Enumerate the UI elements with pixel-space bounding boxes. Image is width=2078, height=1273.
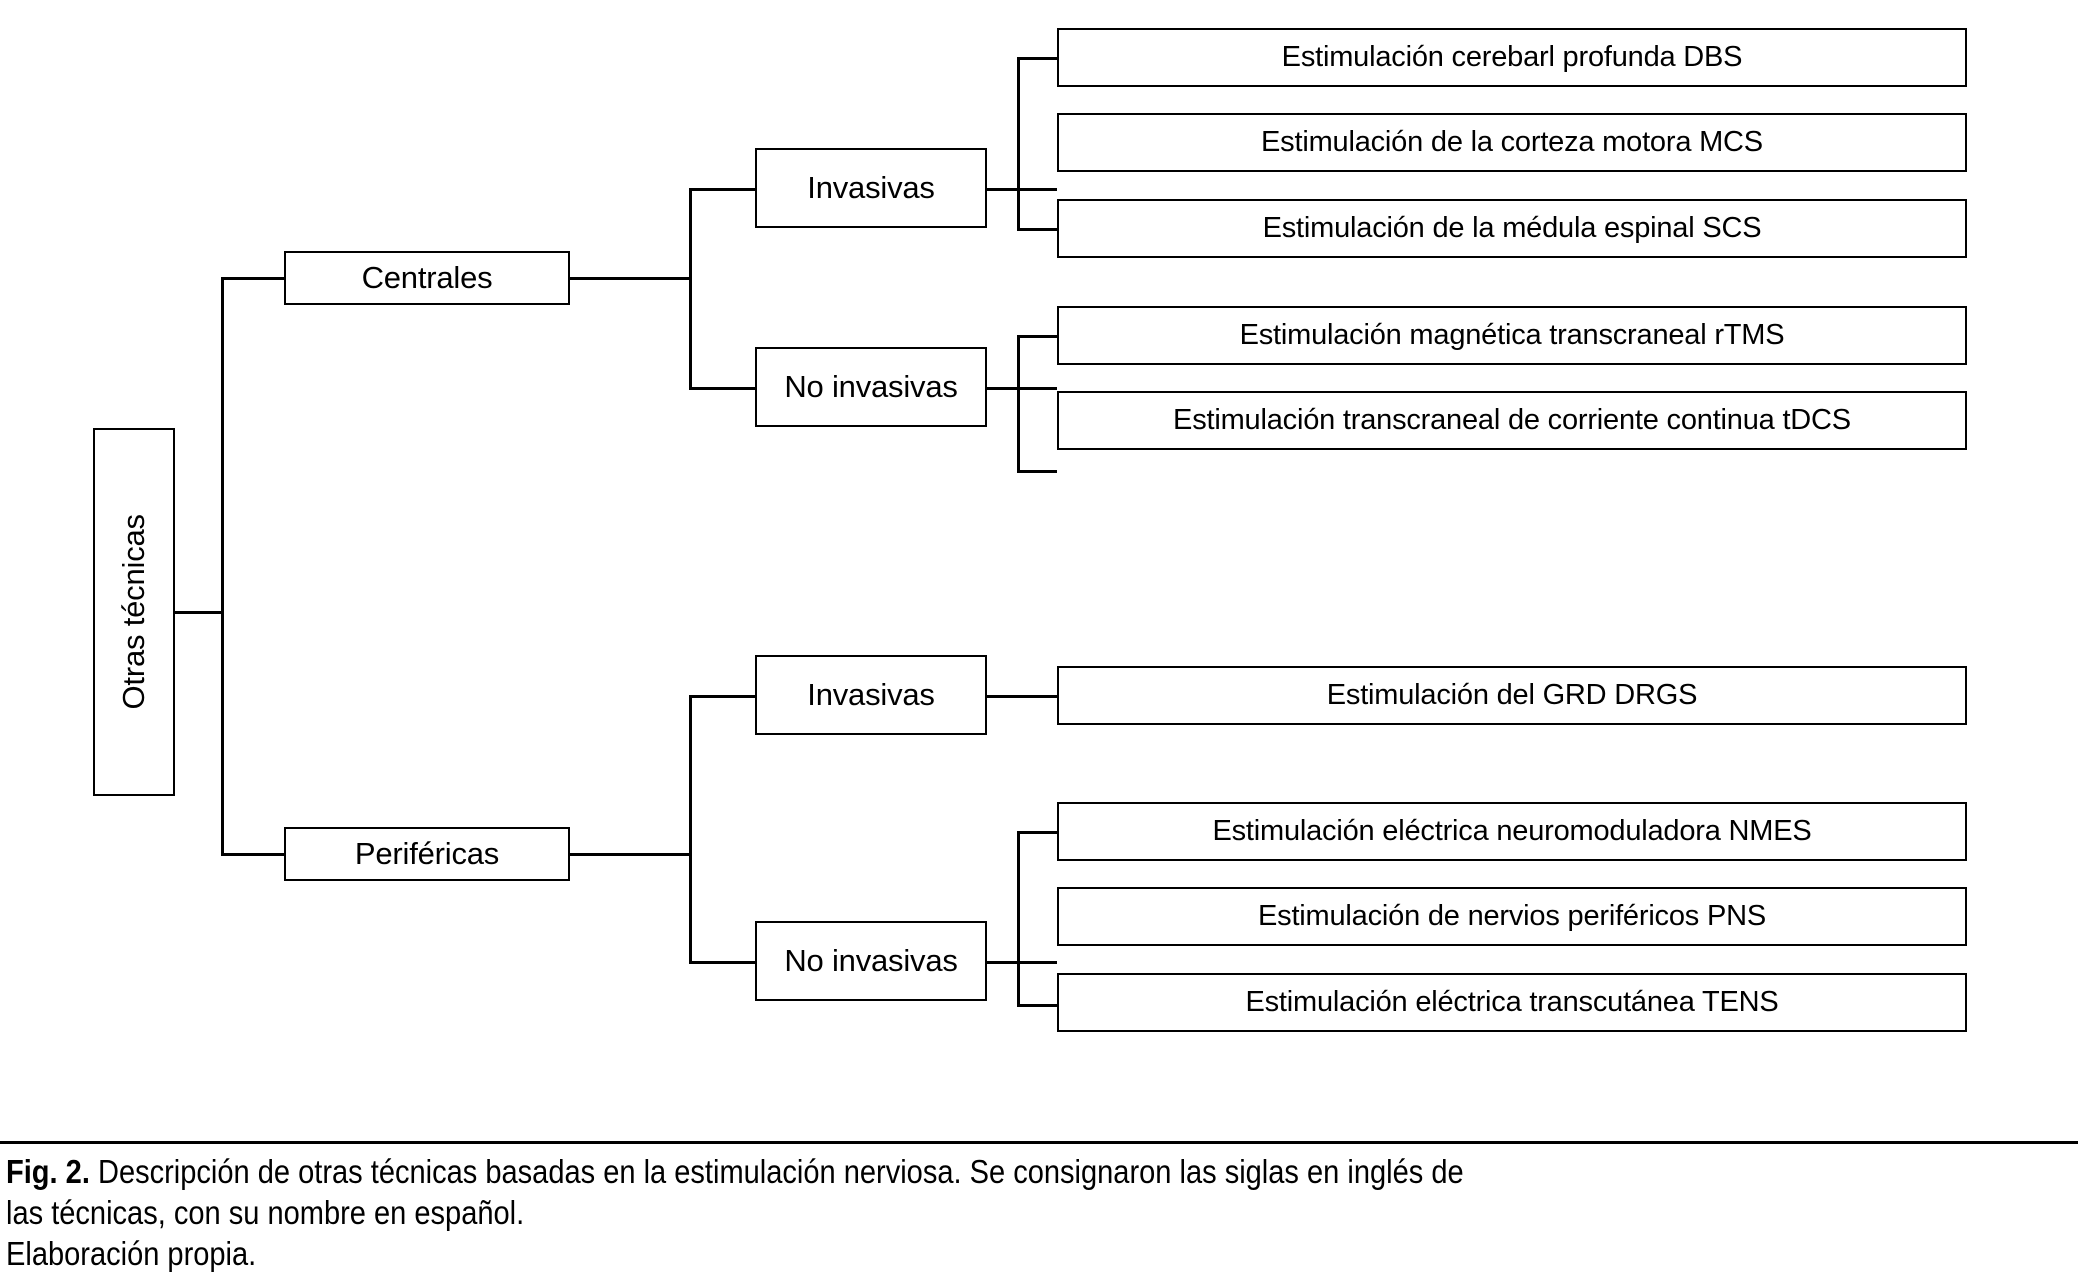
connector-root-trunk [175, 611, 223, 614]
node-centrales-no-invasivas: No invasivas [755, 347, 987, 427]
connector-trunk-vertical [221, 278, 224, 855]
node-perifericas-invasivas-label: Invasivas [807, 677, 935, 713]
leaf-nmes-label: Estimulación eléctrica neuromoduladora N… [1212, 814, 1812, 847]
node-root-label: Otras técnicas [116, 514, 152, 710]
connector-perifericas-out [570, 853, 691, 856]
node-centrales-invasivas: Invasivas [755, 148, 987, 228]
node-centrales: Centrales [284, 251, 570, 305]
connector-pnoinv-leaf-1 [1017, 831, 1057, 834]
leaf-tdcs-label: Estimulación transcraneal de corriente c… [1173, 403, 1851, 436]
connector-perifericas-to-invasivas [689, 695, 755, 698]
node-perifericas-label: Periféricas [354, 836, 500, 872]
connector-centrales-subtrunk [689, 189, 692, 389]
leaf-pns-label: Estimulación de nervios periféricos PNS [1258, 899, 1766, 932]
leaf-drgs-label: Estimulación del GRD DRGS [1326, 678, 1698, 711]
connector-centrales-to-no-invasivas [689, 387, 755, 390]
connector-cnoinv-leaf-2 [1017, 470, 1057, 473]
node-perifericas-no-invasivas-label: No invasivas [784, 943, 958, 979]
tree-diagram: Otras técnicas Centrales Invasivas No in… [93, 28, 1967, 1032]
connector-perifericas-subtrunk [689, 696, 692, 963]
connector-cinv-leaf-1 [1017, 57, 1057, 60]
leaf-tens: Estimulación eléctrica transcutánea TENS [1057, 973, 1967, 1032]
connector-cinv-leaf-3 [1017, 228, 1057, 231]
caption-line-3: Elaboración propia. [6, 1234, 257, 1272]
connector-centrales-out [570, 277, 691, 280]
connector-trunk-to-perifericas [221, 853, 284, 856]
connector-trunk-to-centrales [221, 277, 284, 280]
node-perifericas: Periféricas [284, 827, 570, 881]
leaf-tens-label: Estimulación eléctrica transcutánea TENS [1245, 985, 1779, 1018]
connector-centrales-to-invasivas [689, 188, 755, 191]
leaf-rtms: Estimulación magnética transcraneal rTMS [1057, 306, 1967, 365]
leaf-rtms-label: Estimulación magnética transcraneal rTMS [1239, 318, 1785, 351]
connector-pinv-out [987, 695, 1057, 698]
connector-cnoinv-vertical [1017, 336, 1020, 472]
leaf-tdcs: Estimulación transcraneal de corriente c… [1057, 391, 1967, 450]
connector-pnoinv-leaf-3 [1017, 1004, 1057, 1007]
leaf-nmes: Estimulación eléctrica neuromoduladora N… [1057, 802, 1967, 861]
node-perifericas-no-invasivas: No invasivas [755, 921, 987, 1001]
node-root-otras-tecnicas: Otras técnicas [93, 428, 175, 796]
leaf-scs-label: Estimulación de la médula espinal SCS [1262, 211, 1762, 244]
leaf-dbs-label: Estimulación cerebarl profunda DBS [1281, 40, 1743, 73]
leaf-drgs: Estimulación del GRD DRGS [1057, 666, 1967, 725]
connector-cnoinv-leaf-1 [1017, 335, 1057, 338]
leaf-pns: Estimulación de nervios periféricos PNS [1057, 887, 1967, 946]
connector-cinv-vertical [1017, 58, 1020, 230]
node-perifericas-invasivas: Invasivas [755, 655, 987, 735]
connector-pnoinv-vertical [1017, 832, 1020, 1006]
caption-line-2: las técnicas, con su nombre en español. [6, 1193, 525, 1231]
connector-pnoinv-out [987, 961, 1057, 964]
connector-cinv-out [987, 188, 1057, 191]
leaf-mcs: Estimulación de la corteza motora MCS [1057, 113, 1967, 172]
leaf-mcs-label: Estimulación de la corteza motora MCS [1261, 125, 1763, 158]
connector-perifericas-to-no-invasivas [689, 961, 755, 964]
node-centrales-invasivas-label: Invasivas [807, 170, 935, 206]
leaf-dbs: Estimulación cerebarl profunda DBS [1057, 28, 1967, 87]
caption-divider [0, 1141, 2078, 1144]
figure-caption: Fig. 2. Descripción de otras técnicas ba… [6, 1152, 1819, 1273]
connector-cnoinv-out [987, 387, 1057, 390]
node-centrales-label: Centrales [361, 260, 493, 296]
caption-line-1: Descripción de otras técnicas basadas en… [89, 1153, 1464, 1190]
leaf-scs: Estimulación de la médula espinal SCS [1057, 199, 1967, 258]
node-centrales-no-invasivas-label: No invasivas [784, 369, 958, 405]
figure-label: Fig. 2. [6, 1153, 90, 1190]
